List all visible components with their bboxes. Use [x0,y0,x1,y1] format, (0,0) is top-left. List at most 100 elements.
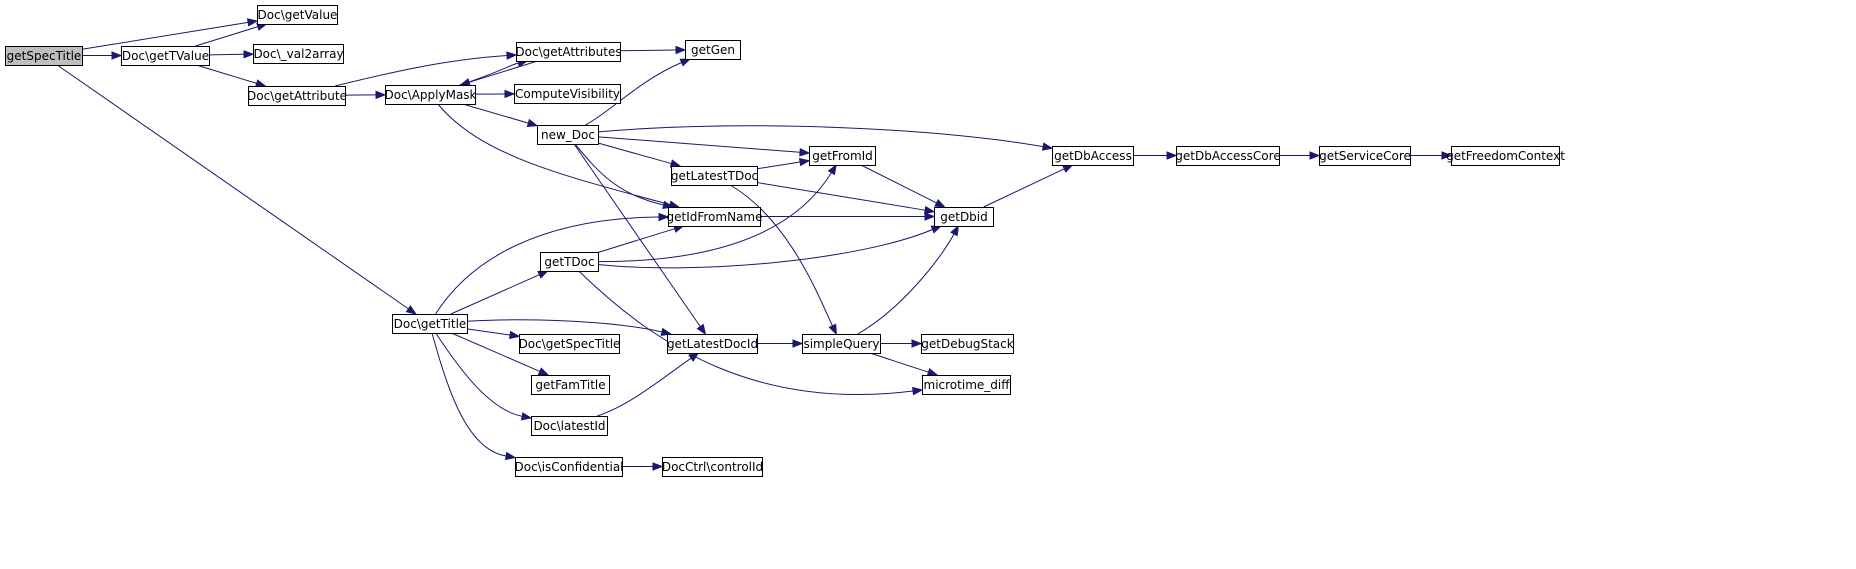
edge-getSpecTitle-to-DocGetValue [81,18,259,50]
node-box[interactable] [934,207,994,227]
edge-getLatestTDoc-to-getFromId [756,157,811,170]
edge-arrowhead [688,352,700,362]
node-label: getTDoc [544,255,594,269]
edge-arrowhead [1166,151,1178,160]
node-getLatestTDoc[interactable]: getLatestTDoc [671,166,758,186]
edge-arrowhead [827,163,837,176]
node-getFamTitle[interactable]: getFamTitle [531,375,610,395]
edge-line [335,55,508,87]
node-DocGetTValue[interactable]: Doc\getTValue [121,46,210,66]
edge-DocGetTitle-to-DocIsConfidential [431,332,517,461]
edge-DocGetTitle-to-getIdFromName [435,212,670,315]
node-DocGetSpecTitle[interactable]: Doc\getSpecTitle [519,334,621,354]
node-box[interactable] [531,375,610,395]
node-getLatestDocId[interactable]: getLatestDocId [667,334,758,354]
node-box[interactable] [1319,146,1411,166]
edge-line [756,182,926,211]
node-getDbAccess[interactable]: getDbAccess [1052,146,1134,166]
node-getFreedomContext[interactable]: getFreedomContext [1446,146,1565,166]
edge-line [462,103,529,124]
node-box[interactable] [662,457,763,477]
edge-line [459,62,519,86]
node-DocApplyMask[interactable]: Doc\ApplyMask [384,85,477,105]
node-box[interactable] [809,146,876,166]
edge-line [597,229,933,269]
node-DocCtrlControlId[interactable]: DocCtrl\controlId [662,457,763,477]
node-simpleQuery[interactable]: simpleQuery [802,334,881,354]
edge-arrowhead [660,327,673,336]
node-box[interactable] [540,252,599,272]
node-getSpecTitle[interactable]: getSpecTitle [5,46,83,66]
node-DocGetAttribute[interactable]: Doc\getAttribute [247,86,347,106]
node-box[interactable] [668,207,761,227]
node-label: Doc\getAttribute [247,89,347,103]
edge-DocGetTitle-to-DocGetSpecTitle [466,328,521,340]
edge-DocGetTitle-to-getLatestDocId [466,319,673,336]
node-getFromId[interactable]: getFromId [809,146,876,166]
node-box[interactable] [922,375,1011,395]
node-DocIsConfidential[interactable]: Doc\isConfidential [514,457,624,477]
node-box[interactable] [121,46,210,66]
node-getDebugStack[interactable]: getDebugStack [921,334,1014,354]
edge-line [56,64,409,310]
node-box[interactable] [253,44,344,64]
node-box[interactable] [1052,146,1134,166]
node-getTDoc[interactable]: getTDoc [540,252,599,272]
node-box[interactable] [802,334,881,354]
edge-line [585,62,682,126]
node-getServiceCore[interactable]: getServiceCore [1319,146,1411,166]
node-box[interactable] [5,46,83,66]
node-microtimeDiff[interactable]: microtime_diff [922,375,1011,395]
edge-DocLatestId-to-getLatestDocId [597,352,700,417]
node-box[interactable] [392,314,468,334]
node-box[interactable] [257,5,338,25]
edge-arrowhead [662,200,674,210]
edge-line [573,143,701,327]
node-box[interactable] [515,457,623,477]
edge-DocIsConfidential-to-DocCtrlControlId [622,462,664,471]
node-box[interactable] [516,42,621,62]
edge-line [869,352,929,373]
node-box[interactable] [1176,146,1280,166]
edge-line [195,26,258,47]
node-box[interactable] [385,85,476,105]
node-DocGetValue[interactable]: Doc\getValue [257,5,338,25]
edge-arrowhead [696,323,707,336]
node-label: simpleQuery [803,337,879,351]
node-getGen[interactable]: getGen [685,40,741,60]
node-box[interactable] [531,416,608,436]
edge-getLatestTDoc-to-simpleQuery [729,184,838,336]
node-box[interactable] [667,334,758,354]
edge-getTDoc-to-microtimeDiff [578,270,924,396]
node-box[interactable] [671,166,758,186]
node-box[interactable] [921,334,1014,354]
node-label: getServiceCore [1319,149,1411,163]
node-label: getFreedomContext [1446,149,1565,163]
node-DocGetAttributes[interactable]: Doc\getAttributes [515,42,622,62]
edge-newDoc-to-getDbAccess [597,125,1054,151]
node-getIdFromName[interactable]: getIdFromName [667,207,763,227]
edge-simpleQuery-to-getDebugStack [880,339,923,348]
node-box[interactable] [514,84,621,104]
edge-DocGetTitle-to-DocLatestId [435,332,533,421]
node-DocGetTitle[interactable]: Doc\getTitle [392,314,468,334]
edge-arrowhead [675,45,687,55]
edge-line [597,357,692,417]
node-ComputeVisibility[interactable]: ComputeVisibility [514,84,621,104]
node-getDbid[interactable]: getDbid [934,207,994,227]
edge-line [451,332,541,372]
node-DocLatestId[interactable]: Doc\latestId [531,416,608,436]
node-DocVal2array[interactable]: Doc\_val2array [253,44,344,64]
node-box[interactable] [519,334,620,354]
edge-arrowhead [923,205,936,215]
node-box[interactable] [1451,146,1560,166]
edge-newDoc-to-getLatestDocId [573,143,707,336]
node-box[interactable] [248,86,346,106]
node-box[interactable] [685,40,741,60]
edge-newDoc-to-getFromId [597,136,811,157]
node-getDbAccessCore[interactable]: getDbAccessCore [1175,146,1281,166]
node-box[interactable] [537,125,599,145]
node-newDoc[interactable]: new_Doc [537,125,599,145]
